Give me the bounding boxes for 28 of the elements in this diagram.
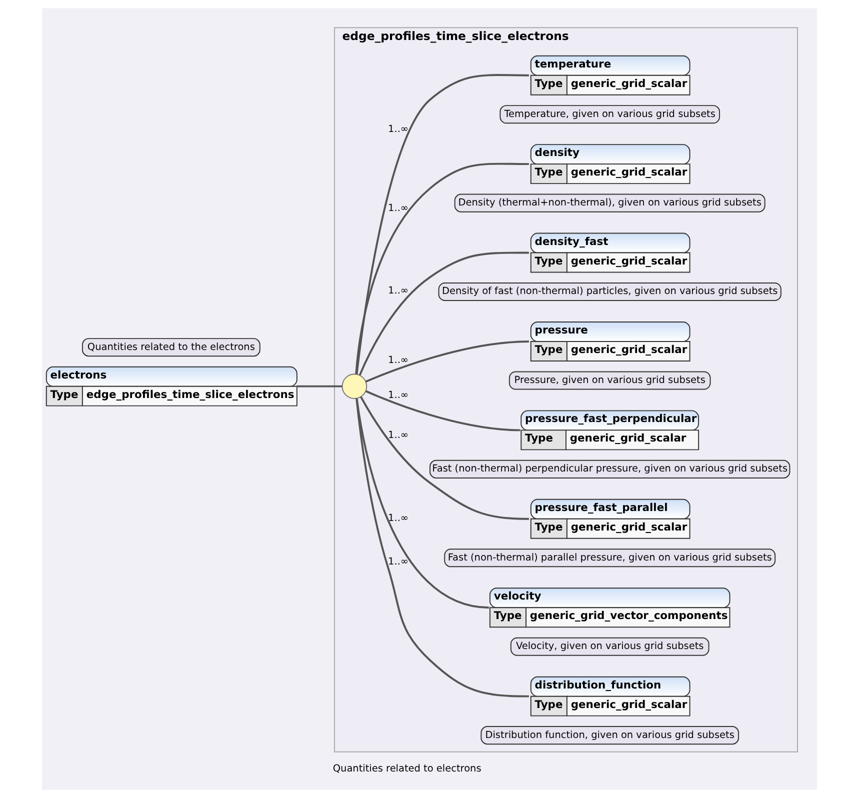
node-label: Temperature, given on various grid subsets [504, 108, 715, 120]
edge-label: 1..∞ [388, 556, 408, 568]
node-label: Density (thermal+non-thermal), given on various grid subsets [458, 197, 761, 208]
node-label: Fast (non-thermal) parallel pressure, given on various grid subsets [447, 552, 772, 564]
edge-label: 1..∞ [388, 430, 408, 441]
connector [360, 396, 528, 520]
node-label: Pressure, given on various grid subsets [514, 374, 705, 386]
edge-label: 1..∞ [388, 286, 408, 297]
connector [364, 340, 528, 383]
node-circle [341, 374, 367, 399]
edge-label: 1..∞ [388, 354, 408, 366]
node-label: Fast (non-thermal) perpendicular pressure, given on various grid subsets [432, 464, 788, 475]
connector [358, 252, 528, 376]
node-label: Density of fast (non-thermal) particles, given on various grid subsets [441, 286, 778, 298]
connector [354, 162, 528, 374]
edge-label: 1..∞ [388, 390, 408, 402]
connector [355, 398, 489, 609]
node-label: Quantities related to electrons [332, 763, 481, 774]
edge-label: 1..∞ [388, 512, 408, 524]
node-label: Velocity, given on various grid subsets [515, 641, 704, 652]
edge-label: 1..∞ [388, 124, 408, 135]
edge-label: 1..∞ [388, 202, 408, 214]
node-label: Distribution function, given on various grid subsets [484, 730, 734, 741]
node-label: Quantities related to the electrons [86, 342, 254, 353]
connector [365, 390, 520, 432]
connector [355, 398, 528, 698]
connector [355, 74, 528, 374]
connector [296, 385, 342, 388]
